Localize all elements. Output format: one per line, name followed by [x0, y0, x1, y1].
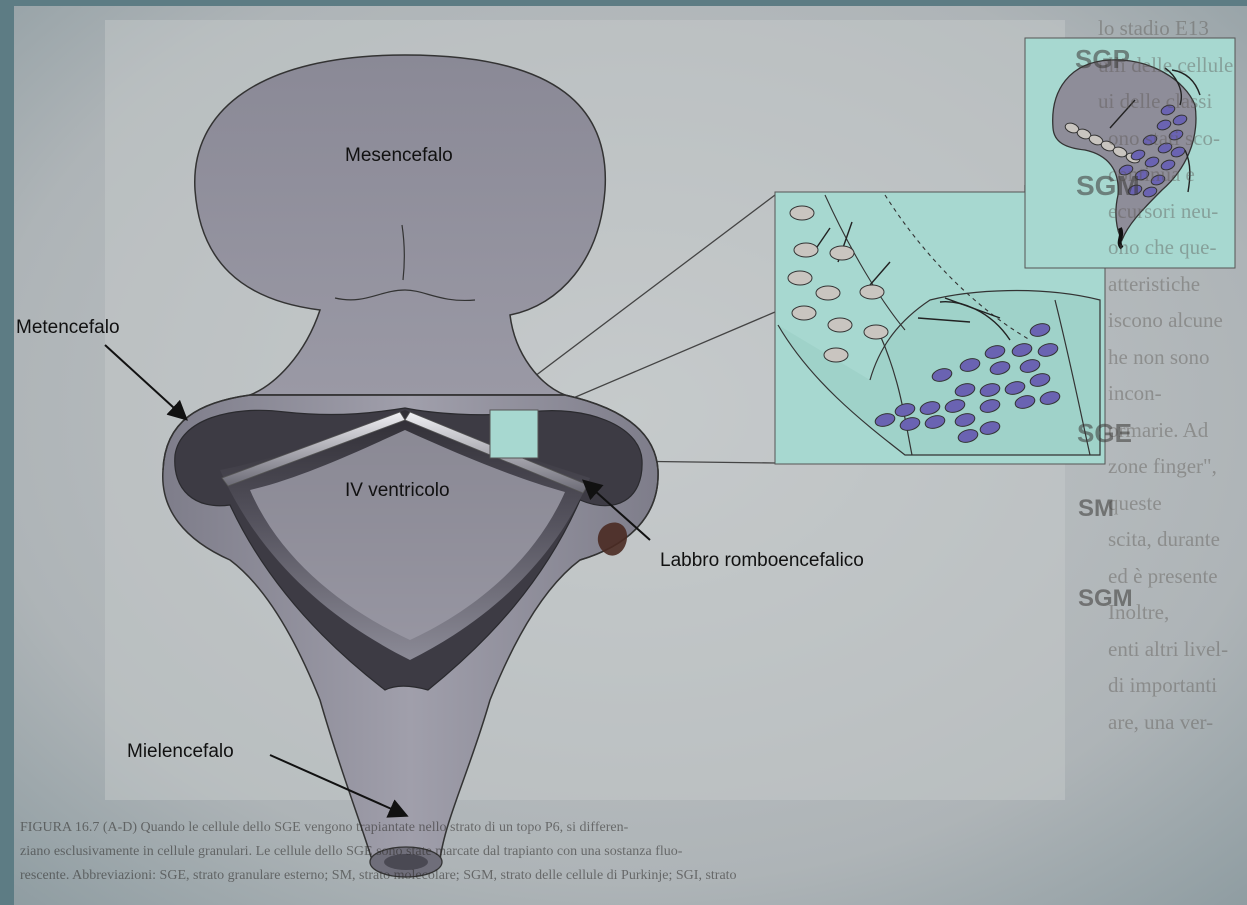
arrow-mielencefalo [270, 755, 405, 815]
arrow-metencefalo [105, 345, 185, 418]
arrow-labbro [585, 482, 650, 540]
